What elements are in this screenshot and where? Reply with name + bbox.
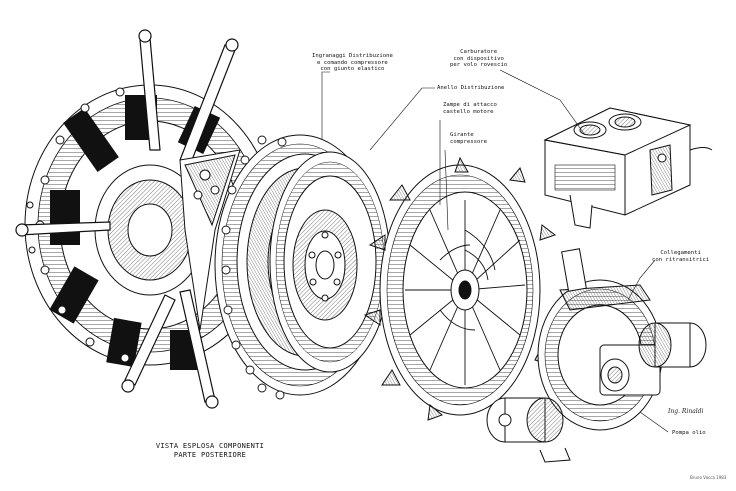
- label-distribution-gears-line3: con giunto elastico: [320, 66, 385, 73]
- label-engine-mount-legs-line1: Zampe di attacco: [443, 102, 497, 108]
- leader-lines: [321, 69, 669, 433]
- caption-line2: PARTE POSTERIORE: [173, 451, 247, 459]
- label-compressor-impeller-line1: Girante: [450, 132, 474, 138]
- engine-mount-bracket: [179, 149, 241, 331]
- label-connections: Collegamenti con ritransitrici: [652, 250, 709, 263]
- label-compressor-impeller: Girante compressore: [450, 132, 487, 145]
- label-distribution-ring: Anello Distribuzione: [437, 85, 505, 91]
- label-distribution-gears-line2: e comando compressore: [317, 59, 388, 66]
- label-distribution-gears: Ingranaggi Distribuzione e comando compr…: [312, 53, 393, 73]
- compressor-housing: [363, 156, 557, 421]
- label-oil-pump: Pompa olio: [672, 430, 706, 436]
- label-connections-line1: Collegamenti: [660, 250, 701, 256]
- label-carburetor-line1: Carburatore: [460, 49, 498, 55]
- label-compressor-impeller-line2: compressore: [450, 138, 488, 145]
- label-carburetor-line2: con dispositivo: [453, 55, 504, 62]
- carburetor: [543, 107, 713, 229]
- label-distribution-gears-line1: Ingranaggi Distribuzione: [312, 53, 393, 59]
- label-engine-mount-legs: Zampe di attacco castello motore: [443, 102, 497, 115]
- label-carburetor: Carburatore con dispositivo per volo rov…: [450, 49, 507, 69]
- copyright-credit: Bruno Vacca 1983: [690, 475, 727, 480]
- artist-signature: Ing. Rinaldi: [668, 408, 704, 415]
- connecting-rods: [15, 29, 239, 409]
- distribution-gear-disc: [269, 151, 391, 373]
- caption-line1: VISTA ESPLOSA COMPONENTI: [155, 442, 265, 450]
- accessory-housing: [486, 248, 707, 463]
- label-connections-line2: con ritransitrici: [652, 256, 710, 263]
- diagram-caption: VISTA ESPLOSA COMPONENTI PARTE POSTERIOR…: [135, 442, 285, 460]
- label-engine-mount-legs-line2: castello motore: [443, 108, 494, 115]
- label-carburetor-line3: per volo rovescio: [450, 62, 508, 69]
